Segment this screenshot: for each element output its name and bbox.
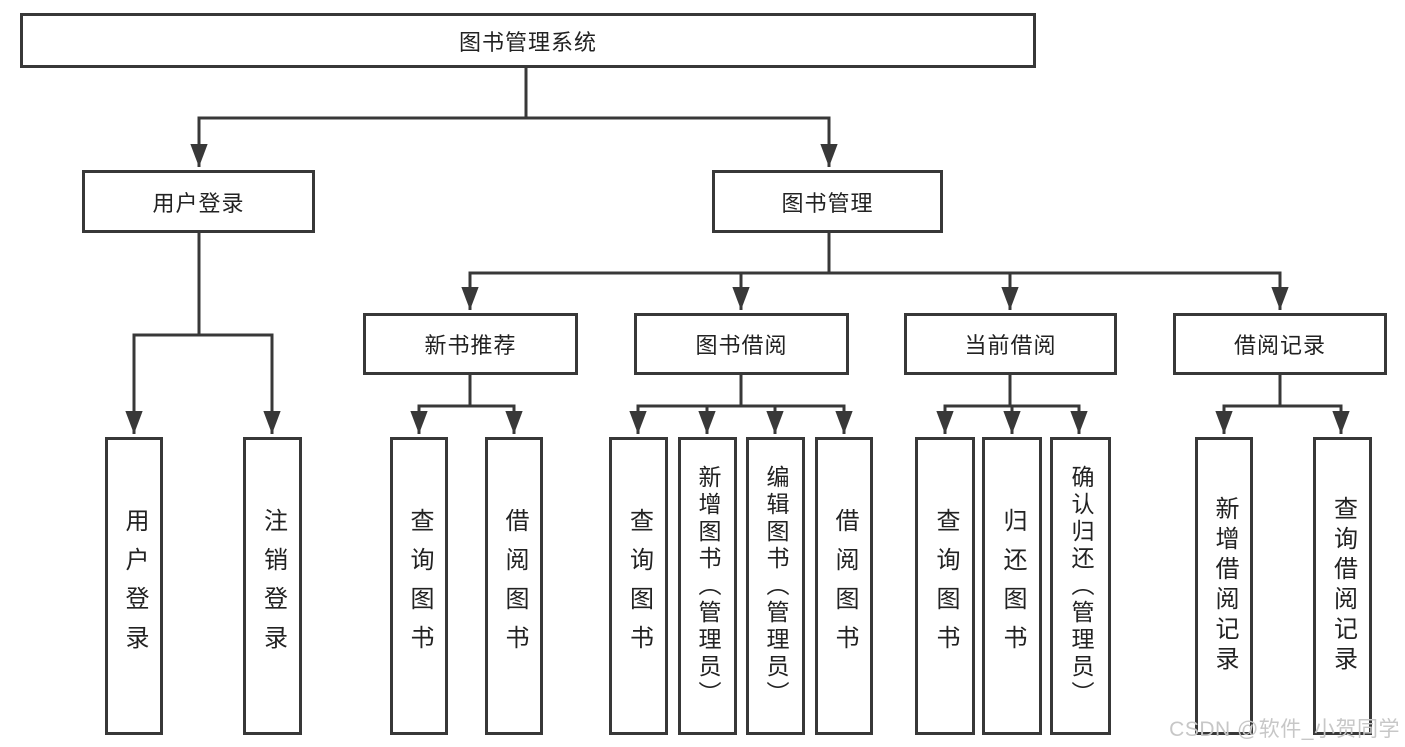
leaf-bb-borrow-books: 借阅图书 <box>815 437 873 735</box>
watermark-text: CSDN @软件_小贺同学 <box>1169 718 1400 741</box>
node-borrowing-records: 借阅记录 <box>1173 313 1387 375</box>
node-book-borrowing: 图书借阅 <box>634 313 849 375</box>
leaf-cb-query-books: 查询图书 <box>915 437 975 735</box>
leaf-br-add-borrow-record: 新增借阅记录 <box>1195 437 1253 735</box>
leaf-cb-query-books-label: 查询图书 <box>932 508 959 664</box>
leaf-nbr-query-books: 查询图书 <box>390 437 448 735</box>
leaf-cb-confirm-return-admin-label: 确认归还（管理员） <box>1068 464 1094 708</box>
leaf-bb-edit-book-admin-label: 编辑图书（管理员） <box>763 464 789 708</box>
leaf-cb-return-books-label: 归还图书 <box>999 508 1026 664</box>
leaf-nbr-borrow-books-label: 借阅图书 <box>501 508 528 664</box>
leaf-cb-confirm-return-admin: 确认归还（管理员） <box>1050 437 1111 735</box>
leaf-user-login: 用户登录 <box>105 437 163 735</box>
leaf-logout-login: 注销登录 <box>243 437 302 735</box>
leaf-br-add-borrow-record-label: 新增借阅记录 <box>1211 496 1238 676</box>
leaf-bb-query-books: 查询图书 <box>609 437 668 735</box>
node-current-borrowing: 当前借阅 <box>904 313 1117 375</box>
leaf-nbr-query-books-label: 查询图书 <box>406 508 433 664</box>
leaf-user-login-label: 用户登录 <box>121 508 148 664</box>
leaf-nbr-borrow-books: 借阅图书 <box>485 437 543 735</box>
leaf-bb-borrow-books-label: 借阅图书 <box>831 508 858 664</box>
leaf-br-query-borrow-record: 查询借阅记录 <box>1313 437 1372 735</box>
leaf-cb-return-books: 归还图书 <box>982 437 1042 735</box>
leaf-logout-login-label: 注销登录 <box>259 508 287 664</box>
node-library-management-system: 图书管理系统 <box>20 13 1036 68</box>
leaf-bb-edit-book-admin: 编辑图书（管理员） <box>746 437 805 735</box>
leaf-bb-query-books-label: 查询图书 <box>625 508 653 664</box>
leaf-bb-add-book-admin-label: 新增图书（管理员） <box>695 464 721 708</box>
leaf-br-query-borrow-record-label: 查询借阅记录 <box>1329 496 1357 676</box>
node-new-book-recommendation: 新书推荐 <box>363 313 578 375</box>
leaf-bb-add-book-admin: 新增图书（管理员） <box>678 437 737 735</box>
node-book-management: 图书管理 <box>712 170 943 233</box>
node-user-login: 用户登录 <box>82 170 315 233</box>
